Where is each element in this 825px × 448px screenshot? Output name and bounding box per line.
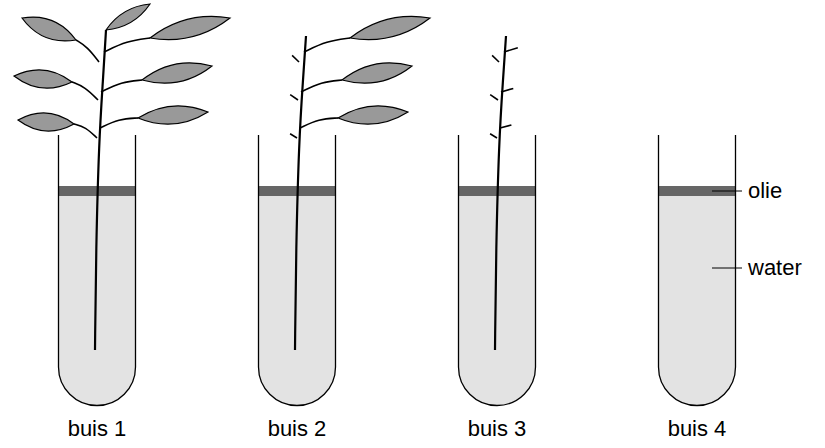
cut-petiole: [500, 125, 511, 128]
leaf: [142, 63, 212, 83]
cut-petiole: [292, 55, 299, 62]
cut-petiole: [492, 55, 499, 62]
petiole: [100, 118, 138, 128]
leaf: [350, 16, 430, 39]
leaf: [338, 106, 408, 124]
petiole: [301, 80, 342, 92]
petiole: [300, 118, 338, 128]
leaf: [342, 63, 412, 83]
oil-label: olie: [748, 180, 782, 202]
water-fill: [659, 196, 736, 406]
petiole: [72, 82, 98, 100]
cut-petiole: [490, 134, 497, 138]
leader-line: [712, 191, 742, 192]
tube-glass: [659, 135, 736, 406]
leaf: [18, 113, 74, 131]
leaf: [150, 16, 230, 39]
tube-label: buis 3: [468, 418, 527, 440]
leaf: [138, 106, 208, 124]
leaf: [106, 4, 150, 30]
plant: [14, 4, 230, 350]
petiole: [76, 40, 99, 62]
cut-petiole: [501, 88, 513, 92]
test-tube: [659, 135, 736, 406]
cut-petiole: [290, 95, 298, 100]
stem: [495, 36, 506, 350]
tube-label: buis 2: [268, 418, 327, 440]
petiole: [304, 38, 350, 52]
cut-petiole: [504, 48, 518, 52]
water-label: water: [748, 257, 802, 279]
leaf: [14, 70, 72, 88]
stem: [95, 30, 106, 350]
petiole: [104, 38, 150, 52]
cut-petiole: [290, 134, 297, 138]
petiole: [101, 80, 142, 92]
leaf: [22, 17, 76, 41]
leader-line: [712, 268, 742, 269]
tube-label: buis 4: [668, 418, 727, 440]
tube-label: buis 1: [68, 418, 127, 440]
cut-petiole: [490, 95, 498, 100]
stem: [295, 36, 306, 350]
plant: [490, 36, 518, 350]
petiole: [74, 124, 97, 138]
plant: [290, 16, 430, 350]
